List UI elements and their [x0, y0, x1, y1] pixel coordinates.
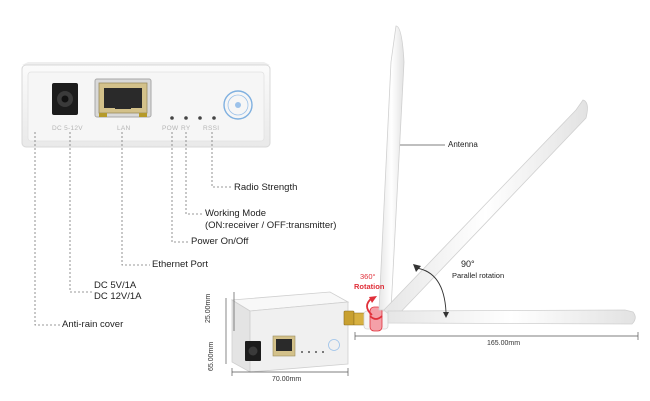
label-radio-strength: Radio Strength — [234, 182, 298, 193]
dc-jack-icon — [52, 83, 78, 115]
ethernet-port-icon — [94, 78, 152, 118]
label-parallel-degrees: 90° — [461, 259, 475, 269]
antenna-base — [353, 306, 389, 332]
label-anti-rain: Anti-rain cover — [62, 319, 124, 330]
device-3d — [230, 291, 355, 373]
panel-label-ry: RY — [181, 125, 191, 132]
panel-label-lan: LAN — [117, 125, 131, 132]
panel-label-rssi: RSSI — [203, 125, 220, 132]
label-working-mode-detail: (ON:receiver / OFF:transmitter) — [205, 220, 337, 231]
label-working-mode: Working Mode — [205, 208, 267, 219]
label-ethernet-port: Ethernet Port — [152, 259, 208, 270]
antenna-horizontal — [387, 309, 636, 325]
panel-label-dc: DC 5-12V — [52, 125, 83, 132]
antenna-diagonal — [383, 99, 588, 320]
parallel-rotation-arc-icon — [413, 264, 449, 318]
dim-height-top: 25.00mm — [205, 293, 212, 323]
led-indicators — [170, 116, 216, 120]
panel-label-pow: POW — [162, 125, 179, 132]
dimension-lines — [225, 292, 639, 376]
dim-height-side: 65.00mm — [208, 341, 215, 371]
dim-antenna-length: 165.00mm — [487, 340, 521, 347]
label-rotation-degrees: 360° — [360, 272, 376, 281]
label-dc-5v: DC 5V/1A — [94, 280, 137, 291]
label-rotation: Rotation — [354, 282, 385, 291]
label-parallel-rotation: Parallel rotation — [452, 271, 505, 280]
label-power: Power On/Off — [191, 236, 249, 247]
rotation-arrow-icon — [366, 296, 377, 316]
dim-width: 70.00mm — [272, 376, 302, 383]
quality-seal-icon — [223, 90, 253, 120]
label-dc-12v: DC 12V/1A — [94, 291, 142, 302]
label-antenna: Antenna — [448, 140, 478, 149]
antenna-vertical — [378, 25, 405, 311]
leader-lines — [34, 132, 232, 326]
